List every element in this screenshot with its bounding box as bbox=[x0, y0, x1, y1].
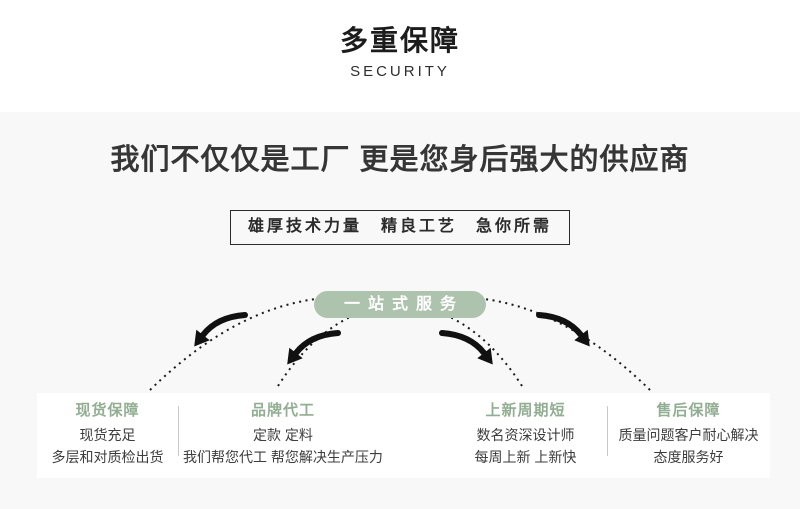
column-divider bbox=[607, 406, 608, 456]
column-divider bbox=[178, 406, 179, 456]
column-title: 售后保障 bbox=[656, 402, 721, 419]
guarantee-column-stock: 现货保障 现货充足 多层和对质检出货 bbox=[37, 402, 178, 478]
column-line: 质量问题客户耐心解决 bbox=[618, 427, 759, 443]
column-title: 品牌代工 bbox=[250, 402, 315, 419]
dotted-arc-outer-right bbox=[483, 298, 651, 391]
curved-arrow-icon bbox=[442, 333, 493, 365]
column-line: 我们帮您代工 帮您解决生产压力 bbox=[183, 449, 383, 465]
column-line: 多层和对质检出货 bbox=[51, 449, 164, 465]
column-line: 数名资深设计师 bbox=[476, 427, 575, 443]
guarantee-column-oem: 品牌代工 定款 定料 我们帮您代工 帮您解决生产压力 bbox=[178, 402, 418, 478]
headline: 我们不仅仅是工厂 更是您身后强大的供应商 bbox=[110, 144, 690, 176]
column-line: 每周上新 上新快 bbox=[474, 449, 577, 465]
curved-arrow-icon bbox=[539, 315, 590, 347]
column-title: 上新周期短 bbox=[485, 402, 566, 419]
page-title: 多重保障 bbox=[339, 25, 460, 56]
curved-arrow-icon bbox=[287, 333, 338, 365]
diagram-arcs bbox=[149, 298, 651, 391]
one-stop-service-badge: 一站式服务 bbox=[314, 291, 486, 318]
guarantee-column-after-sales: 售后保障 质量问题客户耐心解决 态度服务好 bbox=[607, 402, 770, 478]
column-line: 定款 定料 bbox=[253, 427, 313, 443]
security-header: 多重保障 SECURITY bbox=[0, 0, 800, 112]
page-subtitle: SECURITY bbox=[350, 63, 450, 80]
column-title: 现货保障 bbox=[75, 402, 140, 419]
guarantees-panel: 现货保障 现货充足 多层和对质检出货 品牌代工 定款 定料 我们帮您代工 帮您解… bbox=[37, 393, 770, 478]
guarantee-column-new-arrivals: 上新周期短 数名资深设计师 每周上新 上新快 bbox=[418, 402, 607, 478]
features-box-wrap: 雄厚技术力量 精良工艺 急你所需 bbox=[0, 210, 800, 245]
column-line: 态度服务好 bbox=[653, 449, 724, 465]
dotted-arc-outer-left bbox=[149, 298, 317, 391]
column-line: 现货充足 bbox=[79, 427, 136, 443]
curved-arrow-icon bbox=[194, 315, 245, 347]
main-section: 我们不仅仅是工厂 更是您身后强大的供应商 雄厚技术力量 精良工艺 急你所需 一站… bbox=[0, 112, 800, 509]
one-stop-service-diagram: 一站式服务 bbox=[0, 278, 800, 393]
features-box: 雄厚技术力量 精良工艺 急你所需 bbox=[229, 210, 570, 245]
